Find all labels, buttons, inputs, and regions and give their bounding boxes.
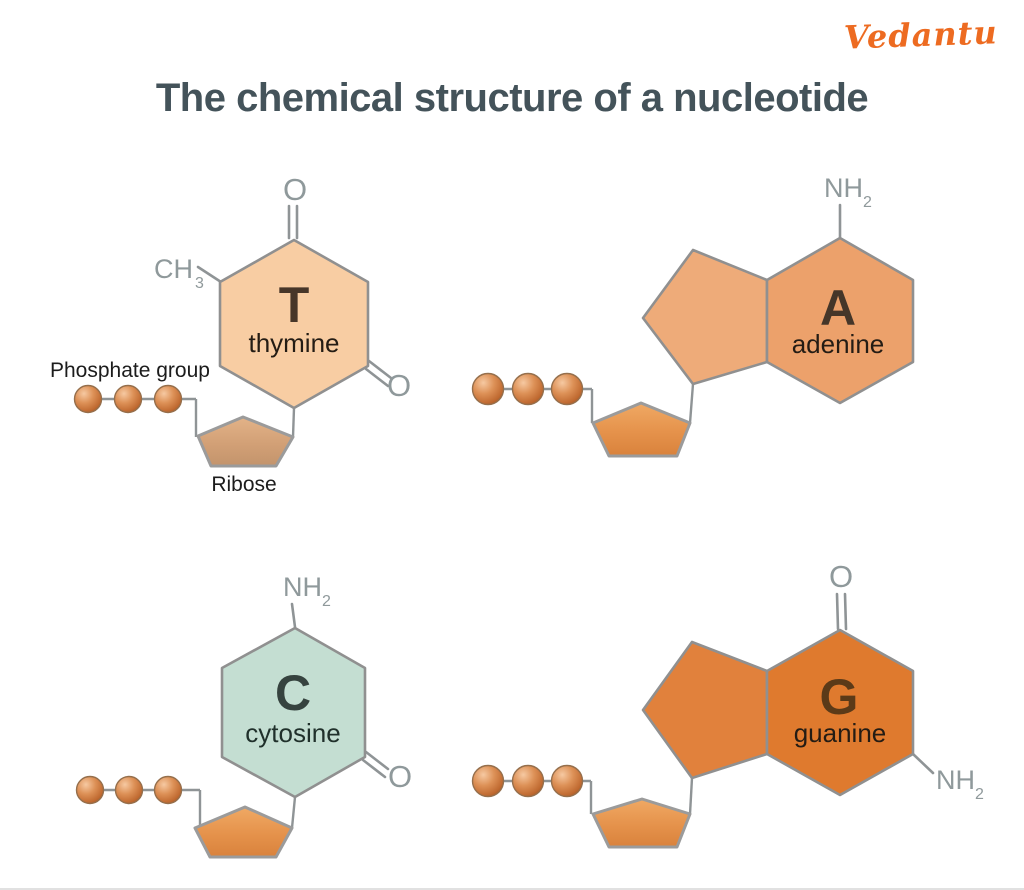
phosphate-sphere bbox=[550, 372, 584, 406]
adenine-ring bbox=[765, 236, 915, 405]
phosphate-sphere bbox=[75, 775, 105, 805]
cytosine-double-bond-right bbox=[361, 750, 390, 779]
cytosine-glycosidic-bond bbox=[290, 796, 297, 829]
cytosine-name: cytosine bbox=[245, 718, 340, 748]
phosphate-sphere bbox=[153, 384, 183, 414]
ribose-label: Ribose bbox=[211, 473, 276, 496]
thymine-methyl-subscript: 3 bbox=[195, 275, 204, 292]
thymine-double-bond-top bbox=[287, 204, 299, 240]
phosphate-sphere bbox=[113, 384, 143, 414]
guanine-unit: O NH 2 G guanine bbox=[471, 559, 984, 849]
guanine-glycosidic-bond bbox=[688, 777, 694, 815]
cytosine-symbol: C bbox=[275, 665, 311, 721]
phosphate-sphere bbox=[511, 372, 545, 406]
thymine-methyl-label: CH bbox=[154, 254, 193, 284]
guanine-oxygen-top-label: O bbox=[829, 559, 853, 594]
thymine-glycosidic-bond bbox=[291, 407, 296, 438]
cytosine-oxygen-right-label: O bbox=[388, 759, 412, 794]
guanine-amino-label: NH bbox=[936, 765, 975, 795]
cytosine-unit: NH 2 O C cytosine bbox=[75, 572, 412, 859]
adenine-unit: NH 2 A adenine bbox=[471, 173, 915, 458]
phosphate-sphere bbox=[550, 764, 584, 798]
thymine-oxygen-right-label: O bbox=[387, 368, 411, 403]
guanine-symbol: G bbox=[820, 669, 859, 725]
cytosine-amino-label: NH bbox=[283, 572, 322, 602]
cytosine-amino-bond bbox=[290, 602, 297, 629]
page-title: The chemical structure of a nucleotide bbox=[155, 76, 869, 120]
adenine-pentagon-ring bbox=[641, 248, 769, 386]
thymine-symbol: T bbox=[279, 277, 310, 333]
phosphate-sphere bbox=[73, 384, 103, 414]
guanine-amino-bond bbox=[911, 752, 935, 775]
guanine-double-bond-top bbox=[835, 592, 848, 631]
phosphate-sphere bbox=[153, 775, 183, 805]
guanine-pentagon-ring bbox=[641, 640, 769, 780]
adenine-ribose bbox=[591, 401, 692, 458]
phosphate-group-label: Phosphate group bbox=[50, 359, 210, 382]
phosphate-sphere bbox=[471, 764, 505, 798]
guanine-amino-subscript: 2 bbox=[975, 786, 984, 803]
phosphate-sphere bbox=[471, 372, 505, 406]
thymine-double-bond-right bbox=[364, 359, 393, 388]
guanine-name: guanine bbox=[794, 718, 887, 748]
bottom-divider bbox=[0, 888, 1024, 890]
guanine-ribose bbox=[591, 797, 692, 849]
thymine-name: thymine bbox=[248, 328, 339, 358]
phosphate-sphere bbox=[114, 775, 144, 805]
thymine-oxygen-top-label: O bbox=[283, 172, 307, 207]
cytosine-ring bbox=[220, 626, 367, 799]
thymine-unit: O CH 3 O T thymine Phosphate group Ribos… bbox=[50, 172, 411, 496]
phosphate-sphere bbox=[511, 764, 545, 798]
adenine-symbol: A bbox=[820, 280, 856, 336]
cytosine-ribose bbox=[193, 805, 294, 859]
adenine-amino-subscript: 2 bbox=[863, 194, 872, 211]
adenine-glycosidic-bond bbox=[688, 383, 695, 424]
thymine-ribose bbox=[196, 415, 295, 468]
adenine-name: adenine bbox=[792, 329, 885, 359]
guanine-ring bbox=[765, 628, 915, 797]
thymine-ring bbox=[218, 238, 370, 410]
adenine-amino-label: NH bbox=[824, 173, 863, 203]
cytosine-amino-subscript: 2 bbox=[322, 593, 331, 610]
thymine-methyl-bond bbox=[196, 265, 223, 284]
